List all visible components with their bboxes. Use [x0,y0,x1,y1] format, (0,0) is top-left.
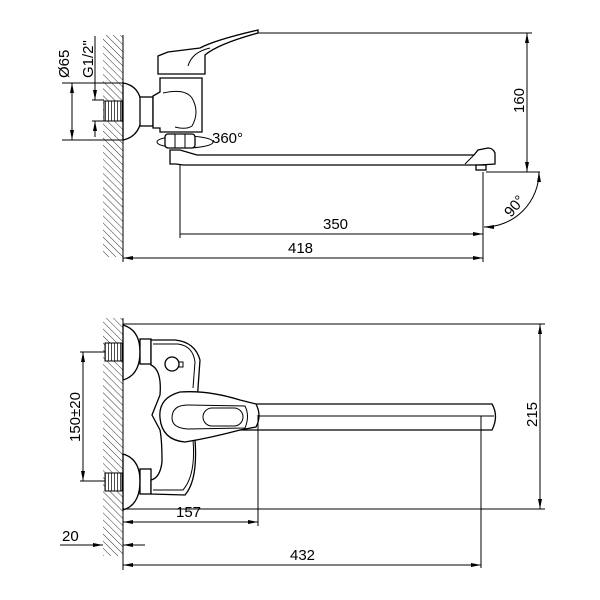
inlet-thread [103,100,123,122]
escutcheon-upper [122,324,141,381]
dim-height-label: 215 [524,402,541,427]
handle-detail [187,47,211,67]
dim-rotation-arc [483,171,541,229]
dim-wall-offset-label: 20 [62,528,79,545]
nut [139,96,154,127]
escutcheon-lower [122,453,141,511]
dim-thread-label: G1/2" [80,40,97,78]
dim-diameter-label: Ø65 [56,50,73,78]
dim-height-label: 160 [511,88,528,113]
mixer-body [152,77,203,133]
dim-swivel-label: 360° [212,130,243,147]
lever-handle [157,29,259,75]
swivel-collar [164,133,196,149]
nut-lower [139,468,152,495]
diverter-knob [164,356,180,372]
aerator [475,164,487,171]
dim-total-label: 418 [288,240,313,257]
spout [239,403,497,431]
dim-reach-label: 350 [323,216,348,233]
lever-handle [159,391,260,443]
dim-inlet-spacing-label: 150±20 [67,392,84,442]
inlet-thread-upper [104,342,123,362]
inlet-thread-lower [104,472,123,492]
dim-lever-reach-label: 157 [176,504,201,521]
dim-rotation-label: 90° [501,192,529,220]
dim-total-label: 432 [290,547,315,564]
nut-upper [139,338,152,365]
wall-hatch [103,35,123,257]
wall-hatch [103,318,123,556]
body-detail [162,90,197,129]
escutcheon [122,82,143,141]
spout [169,147,496,166]
side-view: 360° 160 90° Ø65 G1/2" 350 418 [56,29,541,262]
front-view: 215 150±20 157 20 432 [60,318,545,570]
